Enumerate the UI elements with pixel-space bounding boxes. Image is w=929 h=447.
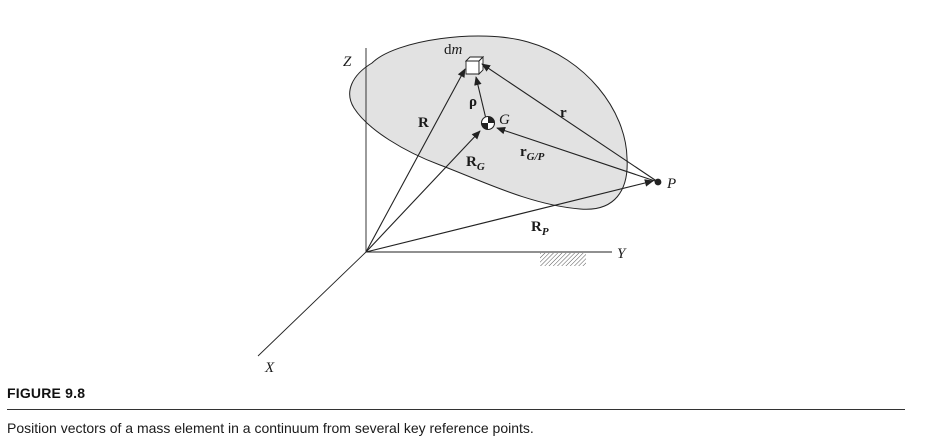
vector-rho-label: ρ	[469, 94, 477, 110]
vector-r-GP	[496, 126, 659, 183]
vector-rho	[474, 76, 487, 120]
vector-R	[365, 68, 466, 253]
axis-z-label: Z	[343, 54, 352, 70]
x-axis-line	[257, 251, 367, 357]
vector-r-GP-label: rG/P	[520, 144, 545, 163]
mass-element-cube	[464, 55, 485, 76]
vector-R-P	[365, 179, 654, 253]
point-p-dot	[654, 178, 662, 186]
axis-y-label: Y	[617, 246, 627, 262]
vector-r	[481, 63, 659, 183]
center-of-mass-label: G	[499, 112, 510, 128]
point-p-label: P	[666, 176, 676, 192]
vector-R-G-label: RG	[466, 154, 485, 173]
vector-R-P-label: RP	[531, 219, 549, 238]
vector-R-label: R	[418, 115, 429, 131]
figure-caption: Position vectors of a mass element in a …	[7, 420, 534, 436]
vector-R-G	[365, 130, 481, 253]
ground-hatch	[540, 253, 586, 266]
caption-divider	[7, 409, 905, 410]
center-of-mass-icon	[480, 115, 496, 131]
axis-x-label: X	[264, 360, 275, 376]
mass-element-label: dm	[444, 42, 463, 58]
vector-r-label: r	[560, 105, 567, 121]
figure-diagram: Z Y X dm G P R RG RP ρ r rG/P	[257, 35, 676, 376]
figure-number: FIGURE 9.8	[7, 385, 86, 401]
